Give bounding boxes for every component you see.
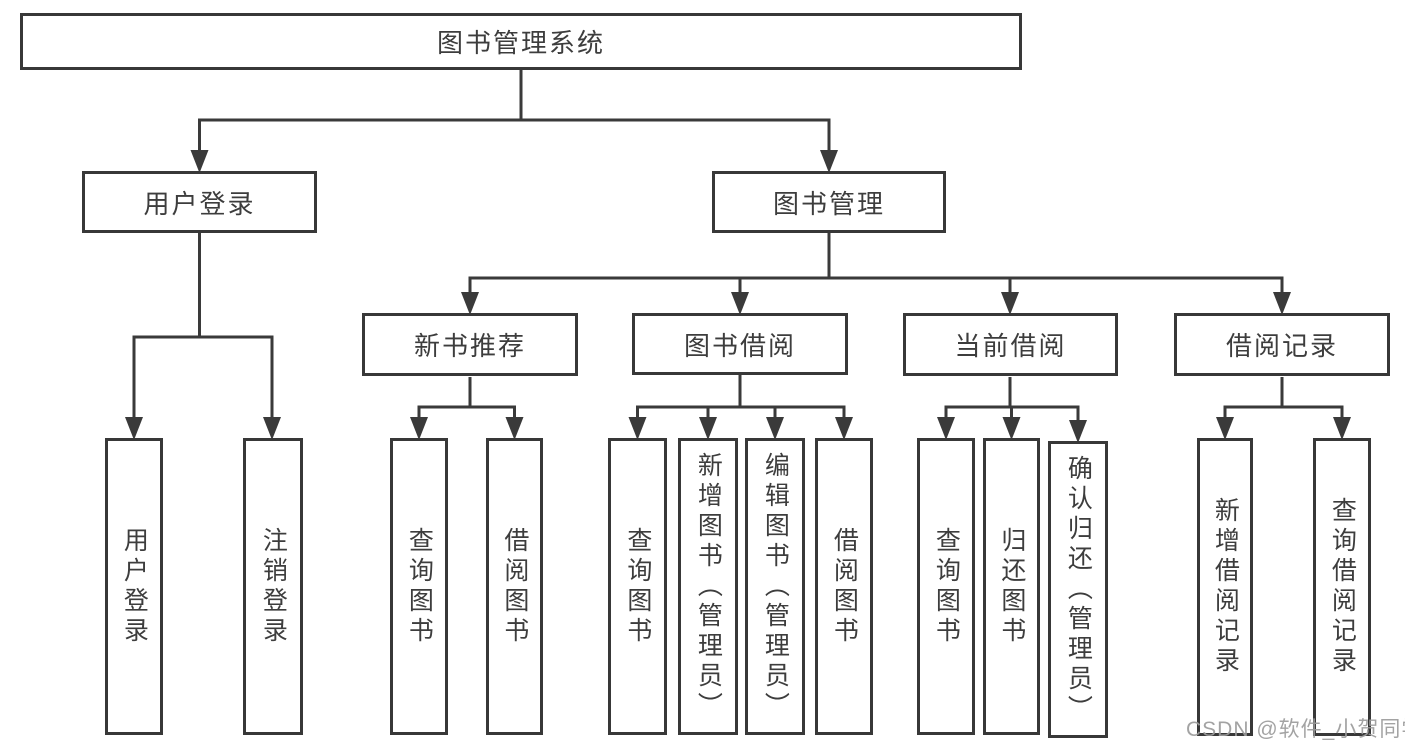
node-new-book-recommend: 新书推荐 — [362, 313, 578, 376]
leaf-confirm-return-admin-label: 确认归还（管理员） — [1064, 454, 1093, 725]
leaf-user-login: 用户登录 — [105, 438, 163, 735]
leaf-return-books-label: 归还图书 — [997, 526, 1026, 647]
leaf-add-books-admin-label: 新增图书（管理员） — [694, 451, 723, 722]
node-borrow-records-label: 借阅记录 — [1225, 331, 1338, 361]
node-book-management-label: 图书管理 — [772, 188, 885, 219]
leaf-logout: 注销登录 — [243, 438, 303, 735]
leaf-edit-books-admin: 编辑图书（管理员） — [745, 438, 805, 735]
leaf-add-borrow-record-label: 新增借阅记录 — [1211, 497, 1240, 677]
leaf-query-borrow-record: 查询借阅记录 — [1313, 438, 1371, 736]
csdn-watermark: CSDN @软件_小贺同学 — [1186, 718, 1405, 741]
leaf-add-borrow-record: 新增借阅记录 — [1197, 438, 1253, 736]
node-new-book-recommend-label: 新书推荐 — [413, 331, 526, 361]
node-book-borrow-label: 图书借阅 — [683, 330, 796, 361]
node-book-management: 图书管理 — [712, 171, 946, 233]
leaf-query-borrow-record-label: 查询借阅记录 — [1328, 497, 1357, 677]
leaf-recommend-borrow-books-label: 借阅图书 — [500, 526, 529, 647]
leaf-user-login-label: 用户登录 — [120, 526, 149, 647]
leaf-return-books: 归还图书 — [983, 438, 1040, 735]
leaf-recommend-query-books-label: 查询图书 — [405, 526, 434, 647]
node-root: 图书管理系统 — [20, 13, 1022, 70]
leaf-current-query-books: 查询图书 — [917, 438, 975, 735]
node-user-login-label: 用户登录 — [143, 188, 256, 219]
leaf-edit-books-admin-label: 编辑图书（管理员） — [761, 451, 790, 722]
node-book-borrow: 图书借阅 — [632, 313, 848, 375]
leaf-borrow-query-books: 查询图书 — [608, 438, 667, 735]
leaf-confirm-return-admin: 确认归还（管理员） — [1048, 441, 1108, 738]
leaf-borrow-query-books-label: 查询图书 — [623, 526, 652, 647]
leaf-recommend-query-books: 查询图书 — [390, 438, 448, 735]
leaf-borrow-books: 借阅图书 — [815, 438, 873, 735]
leaf-recommend-borrow-books: 借阅图书 — [486, 438, 543, 735]
leaf-current-query-books-label: 查询图书 — [932, 526, 961, 647]
leaf-add-books-admin: 新增图书（管理员） — [678, 438, 738, 735]
node-borrow-records: 借阅记录 — [1174, 313, 1390, 376]
leaf-logout-label: 注销登录 — [259, 526, 288, 647]
node-current-borrow-label: 当前借阅 — [954, 331, 1067, 361]
node-user-login: 用户登录 — [82, 171, 317, 233]
node-current-borrow: 当前借阅 — [903, 313, 1118, 376]
leaf-borrow-books-label: 借阅图书 — [830, 526, 859, 647]
node-root-label: 图书管理系统 — [436, 28, 605, 58]
